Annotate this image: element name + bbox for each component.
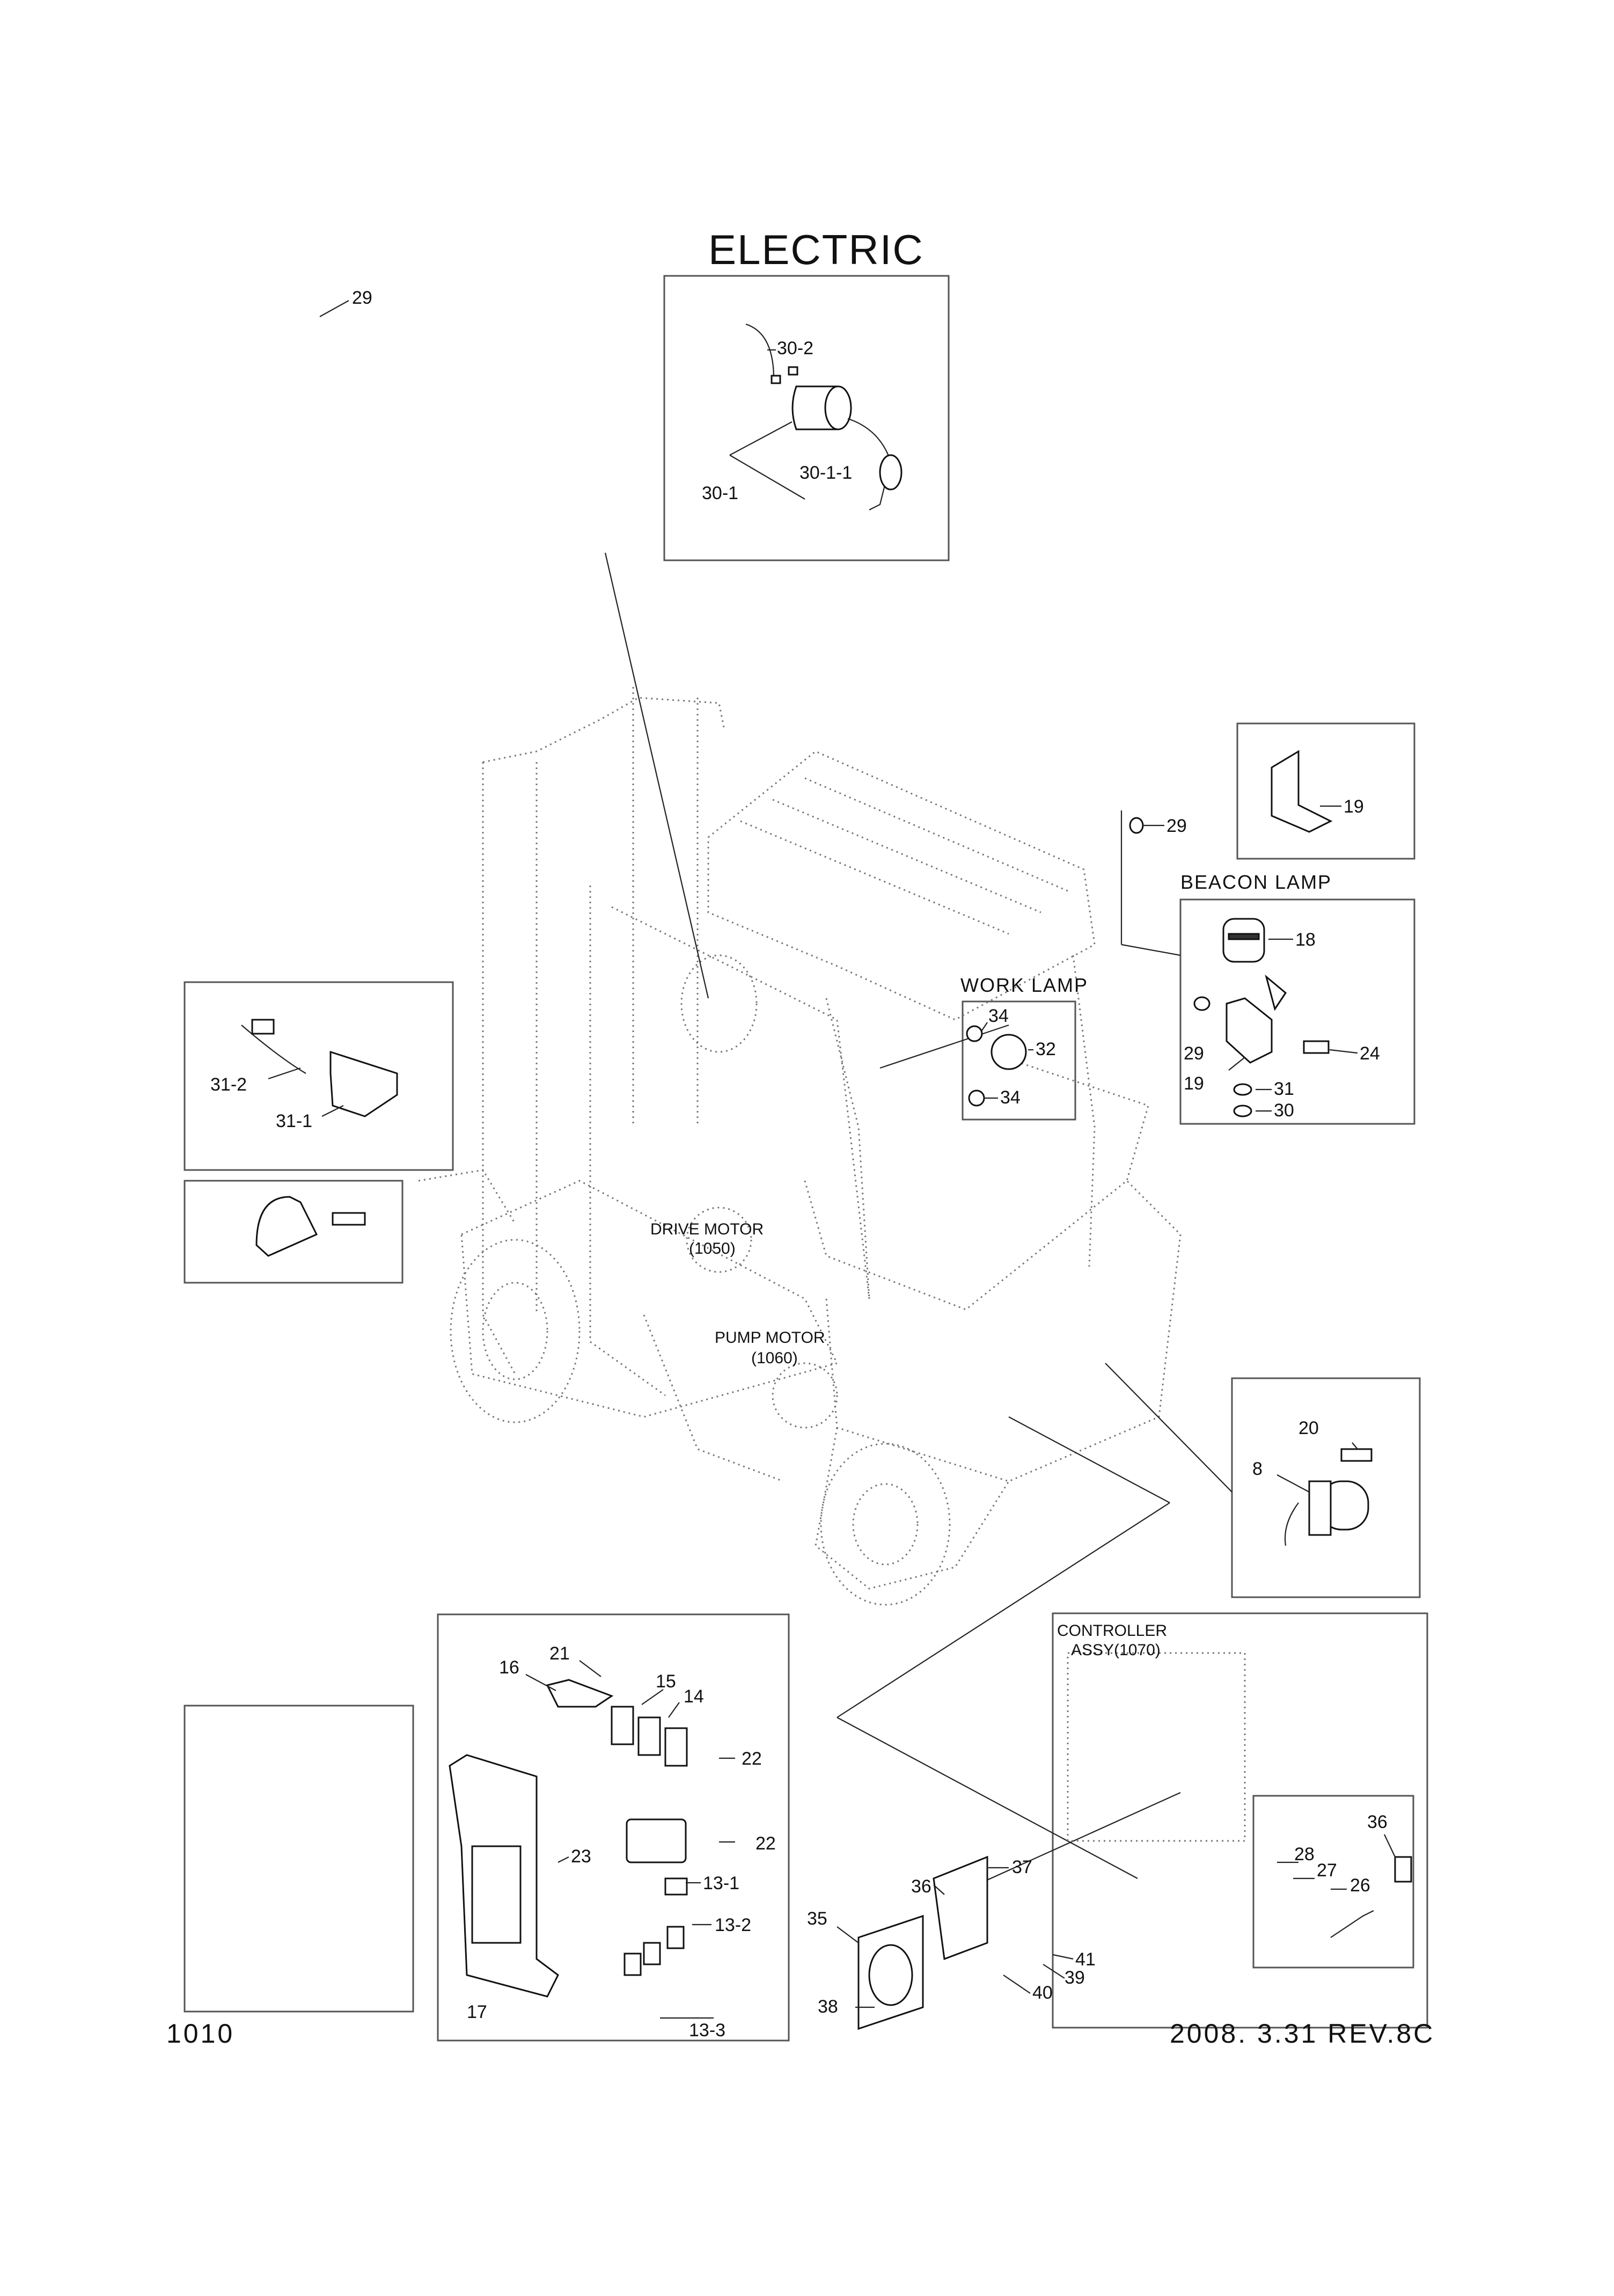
bracket-19-part [1271,750,1333,833]
label-pump-motor: PUMP MOTOR [715,1329,825,1347]
callout-41: 41 [1075,1949,1096,1970]
page-number: 1010 [166,2019,235,2049]
callout-24: 24 [1360,1043,1380,1064]
callout-21: 21 [549,1643,570,1664]
callout-39: 39 [1065,1968,1085,1988]
label-pump-motor-ref: (1060) [751,1349,798,1367]
callout-38: 38 [818,1997,838,2017]
work-lamp-part [966,1025,1027,1107]
work-lamp-detail-box [962,1000,1076,1121]
callout-18: 18 [1295,930,1316,950]
label-controller-ref: ASSY(1070) [1071,1641,1161,1659]
callout-29-mid: 29 [1167,816,1187,836]
label-drive-motor: DRIVE MOTOR [650,1220,764,1238]
callout-13-1: 13-1 [703,1873,739,1893]
callout-30-1: 30-1 [702,483,738,503]
controller-detail-box [1052,1612,1428,2029]
callout-30: 30 [1274,1100,1294,1121]
callout-19-beacon: 19 [1184,1073,1204,1094]
fuse-relay-detail-box [437,1613,790,2042]
callout-32: 32 [1036,1039,1056,1059]
callout-13-3: 13-3 [689,2020,725,2041]
callout-35: 35 [807,1909,827,1929]
horn-part [255,1196,366,1257]
callout-31-2: 31-2 [210,1074,247,1095]
callout-34-a: 34 [988,1006,1009,1026]
callout-23: 23 [571,1846,591,1867]
callout-13-2: 13-2 [715,1915,751,1935]
callout-30-2: 30-2 [777,338,813,359]
beacon-lamp-detail-box [1179,898,1415,1125]
callout-14: 14 [684,1686,704,1707]
key-switch-detail-box [663,275,950,561]
switch-31-part [241,1019,398,1117]
callout-40: 40 [1032,1983,1053,2003]
switch-detail-box [184,981,454,1171]
label-work-lamp: WORK LAMP [960,974,1088,996]
callout-22-a: 22 [742,1749,762,1769]
horn-detail-box [184,1180,404,1284]
ring-29-part [1129,817,1144,834]
callout-30-1-1: 30-1-1 [799,463,852,483]
bracket-detail-box [1236,722,1415,860]
callout-29-beacon: 29 [1184,1043,1204,1064]
callout-36-right: 36 [1367,1812,1388,1832]
callout-20: 20 [1298,1418,1319,1438]
key-switch-part [745,323,903,510]
revision-stamp: 2008. 3.31 REV.8C [1170,2019,1435,2049]
callout-34-b: 34 [1000,1087,1021,1108]
callout-27: 27 [1317,1860,1337,1881]
callout-31: 31 [1274,1079,1294,1099]
callout-22-b: 22 [755,1833,776,1854]
page-title: ELECTRIC [708,226,924,273]
callout-36-fan: 36 [911,1876,931,1897]
forklift-outline [418,687,1182,1606]
fuse-relay-part [449,1679,688,1998]
callout-28: 28 [1294,1844,1315,1864]
callout-26: 26 [1350,1875,1370,1896]
controller-inset-box [1252,1795,1414,1969]
blank-notes-box [184,1705,414,2013]
buzzer-detail-box [1231,1377,1421,1598]
callout-17: 17 [467,2002,487,2022]
callout-29-top: 29 [352,288,372,308]
buzzer-part [1284,1448,1373,1546]
callout-16: 16 [499,1657,519,1678]
callout-31-1: 31-1 [276,1111,312,1131]
label-beacon-lamp: BEACON LAMP [1180,871,1332,893]
callout-19-box: 19 [1344,796,1364,817]
callout-37: 37 [1012,1857,1032,1877]
controller-part [857,1652,1412,2030]
beacon-lamp-part [1193,918,1330,1117]
callout-8: 8 [1252,1459,1263,1479]
callout-15: 15 [656,1671,676,1692]
label-drive-motor-ref: (1050) [689,1240,736,1257]
label-controller: CONTROLLER [1057,1622,1167,1640]
